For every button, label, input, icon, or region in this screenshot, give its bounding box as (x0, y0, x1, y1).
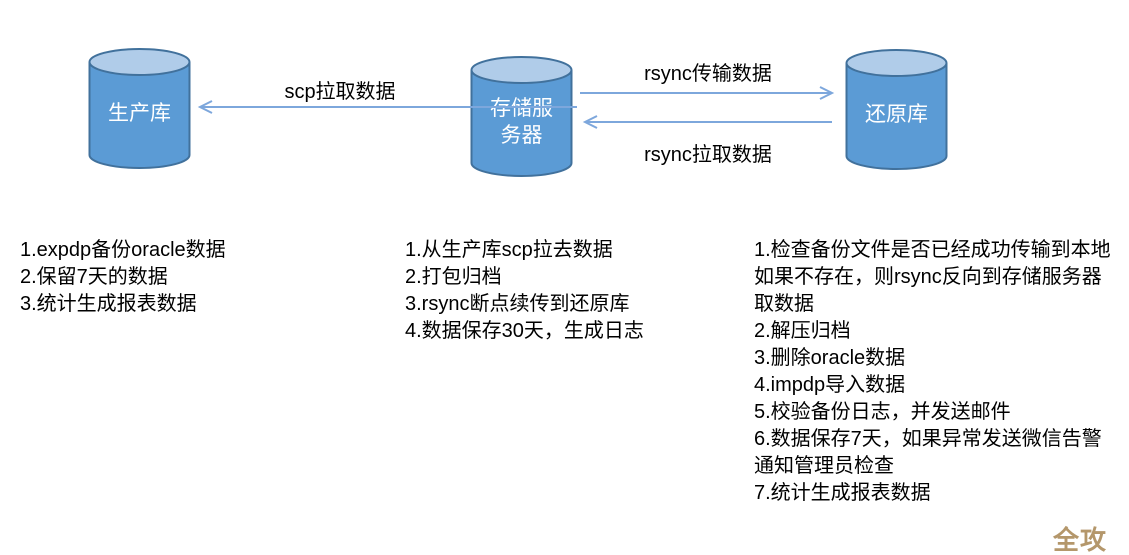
note-line: 2.打包归档 (405, 266, 502, 288)
note-line: 2.解压归档 (754, 320, 851, 342)
note-line: 1.从生产库scp拉去数据 (405, 239, 613, 261)
note-line: 3.统计生成报表数据 (20, 293, 197, 315)
arrow-rsync-transfer-right (580, 86, 835, 100)
note-line: 3.删除oracle数据 (754, 347, 906, 369)
node-production-db: 生产库 (87, 47, 192, 171)
rsync-transfer-label: rsync传输数据 (644, 63, 772, 85)
production-db-label: 生产库 (108, 102, 171, 126)
note-line: 4.impdp导入数据 (754, 374, 906, 396)
note-line: 1.expdp备份oracle数据 (20, 239, 226, 261)
note-line: 7.统计生成报表数据 (754, 482, 931, 504)
watermark-text: 全攻略 (1053, 525, 1108, 555)
scp-pull-label: scp拉取数据 (284, 81, 396, 103)
restore-db-label: 还原库 (865, 103, 928, 127)
node-storage-server: 存储服务器 (469, 55, 574, 179)
note-line: 2.保留7天的数据 (20, 266, 168, 288)
storage-server-label: 存储服务器 (490, 96, 553, 147)
arrow-scp-pull-left (197, 100, 577, 114)
note-line: 5.校验备份日志，并发送邮件 (754, 401, 1011, 423)
rsync-pull-label: rsync拉取数据 (644, 144, 772, 166)
notes-production-db: 1.expdp备份oracle数据 2.保留7天的数据 3.统计生成报表数据 (20, 237, 226, 318)
node-restore-db: 还原库 (844, 48, 949, 172)
database-cylinder-icon (88, 48, 191, 169)
note-line: 1.检查备份文件是否已经成功传输到本地 如果不存在，则rsync反向到存储服务器… (754, 239, 1111, 315)
database-cylinder-icon (470, 56, 573, 177)
note-line: 3.rsync断点续传到还原库 (405, 293, 630, 315)
note-line: 6.数据保存7天，如果异常发送微信告警通知管理员检查 (754, 428, 1102, 477)
database-cylinder-icon (845, 49, 948, 170)
arrow-rsync-pull-left (582, 115, 832, 129)
notes-storage-server: 1.从生产库scp拉去数据 2.打包归档 3.rsync断点续传到还原库 4.数… (405, 237, 644, 345)
notes-restore-db: 1.检查备份文件是否已经成功传输到本地 如果不存在，则rsync反向到存储服务器… (754, 237, 1112, 507)
note-line: 4.数据保存30天，生成日志 (405, 320, 644, 342)
